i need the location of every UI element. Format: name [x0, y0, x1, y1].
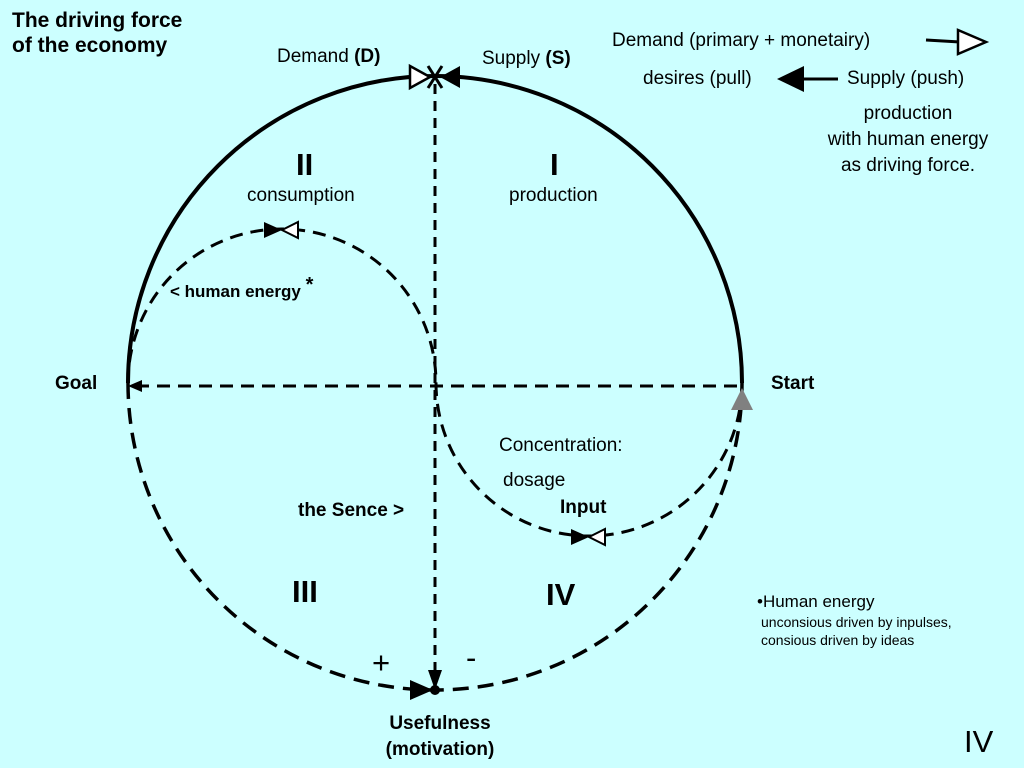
- quadrant-1-label: production: [509, 185, 598, 206]
- start-label: Start: [771, 373, 815, 394]
- consumption-bowtie-open-icon: [279, 220, 299, 240]
- legend-demand-text: Demand (primary + monetairy): [612, 30, 871, 51]
- start-marker-icon: [731, 388, 753, 410]
- human-energy-asterisk: *: [305, 274, 314, 296]
- demand-open-arrow-icon: [408, 63, 433, 91]
- human-energy-note: •Human energy unconsious driven by inpul…: [757, 592, 952, 648]
- minus-sign: -: [466, 640, 477, 675]
- quadrant-2-label: consumption: [247, 185, 355, 206]
- goal-arrow-icon: [128, 380, 142, 392]
- note-line-3: consious driven by ideas: [761, 631, 915, 648]
- legend-production-note: production with human energy as driving …: [790, 101, 1024, 180]
- concentration-label: Concentration:: [499, 435, 623, 456]
- human-energy-label: < human energy *: [170, 274, 313, 303]
- meeting-cross-icon-2: [426, 65, 444, 89]
- input-label: Input: [560, 497, 607, 518]
- legend-demand-line: [925, 38, 961, 44]
- legend-supply-filled-arrow-icon: [777, 66, 804, 92]
- usefulness-line-2: (motivation): [385, 738, 495, 760]
- legend-desires-text: desires (pull): [643, 68, 752, 89]
- legend-supply-text: Supply (push): [847, 68, 965, 89]
- slide-number: IV: [964, 724, 994, 759]
- legend-demand-open-arrow-icon: [956, 28, 990, 56]
- usefulness-dot-icon: [430, 685, 440, 695]
- quadrant-3-numeral: III: [292, 574, 318, 609]
- supply-word: Supply: [482, 48, 541, 69]
- demand-label: Demand (D): [277, 46, 381, 68]
- legend-production-line-2: with human energy: [827, 129, 989, 151]
- usefulness-line-1: Usefulness: [389, 713, 491, 734]
- usefulness-down-arrow-icon: [428, 670, 442, 690]
- human-energy-text: < human energy: [170, 282, 301, 301]
- title-line-1: The driving force: [12, 9, 183, 32]
- note-line-1: •Human energy: [757, 592, 875, 611]
- usefulness-label: Usefulness (motivation): [360, 711, 520, 762]
- dosage-label: dosage: [503, 470, 566, 491]
- input-bowtie-open-icon: [586, 527, 606, 547]
- consumption-loop: [126, 227, 438, 384]
- goal-label: Goal: [55, 373, 98, 394]
- note-line-2: unconsious driven by inpulses,: [761, 613, 952, 630]
- title-line-2: of the economy: [12, 34, 168, 58]
- usefulness-arrow-icon: [410, 680, 433, 700]
- supply-filled-arrow-icon: [440, 66, 460, 88]
- supply-label: Supply (S): [482, 48, 571, 70]
- supply-abbr: (S): [545, 48, 571, 69]
- title: The driving force of the economy: [12, 8, 182, 58]
- quadrant-2-numeral: II: [296, 147, 314, 182]
- consumption-bowtie-filled-icon: [264, 222, 282, 238]
- quadrant-1-numeral: I: [550, 147, 559, 182]
- input-bowtie-filled-icon: [571, 529, 589, 545]
- plus-sign: +: [372, 645, 391, 680]
- the-sence-label: the Sence >: [298, 500, 405, 521]
- quadrant-4-numeral: IV: [546, 577, 576, 612]
- legend-production-line-3: as driving force.: [840, 155, 976, 177]
- legend-production-line-1: production: [863, 103, 953, 124]
- demand-word: Demand: [277, 46, 349, 67]
- demand-abbr: (D): [354, 46, 381, 67]
